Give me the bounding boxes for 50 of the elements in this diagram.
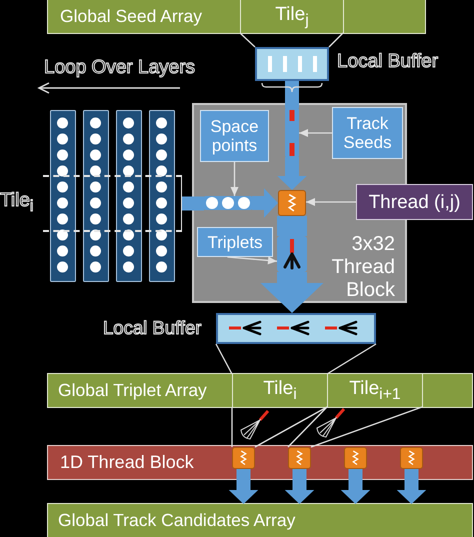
block-title: 3x32 Thread Block: [330, 233, 395, 302]
squiggle-icon: [232, 447, 255, 469]
tile-band: [43, 175, 182, 232]
guide-line: [215, 344, 233, 374]
block-arrow: [277, 157, 307, 190]
layer-column: [83, 110, 109, 282]
block-arrow: [252, 188, 278, 218]
array-tile: Tile$_{i+1}$: [327, 374, 422, 407]
squiggle-icon: [278, 190, 306, 216]
buffer-label: Local Buffer: [103, 318, 202, 338]
layer-column: [149, 110, 175, 282]
array-tile: Tile$_{j}$: [240, 0, 343, 33]
guide-line: [326, 343, 376, 375]
array-title: Global Triplet Array: [58, 379, 208, 402]
block-arrow: [396, 469, 426, 504]
squiggle-icon: [400, 447, 423, 469]
layer-column: [50, 110, 76, 282]
squiggle-icon: [288, 447, 311, 469]
thread-block-bar: [48, 446, 472, 479]
leader-arrow: [299, 129, 332, 137]
guide-line: [240, 32, 256, 48]
callout-box: Triplets: [197, 227, 273, 257]
buffer-box: [216, 313, 376, 344]
block-title: 1D Thread Block: [60, 451, 195, 474]
block-arrow: [260, 272, 324, 313]
block-arrow: [284, 469, 314, 504]
guide-line: [254, 406, 328, 448]
guide-line: [288, 406, 328, 448]
callout-box: Thread (i,j): [356, 184, 473, 220]
guide-line: [231, 407, 233, 447]
dots-icon: [204, 196, 252, 210]
block-arrow: [340, 469, 370, 504]
squiggle-icon: [344, 447, 367, 469]
tile-label: Tile$_{i}$: [0, 191, 34, 216]
leader-arrow: [230, 162, 238, 196]
leader-arrow: [306, 198, 356, 206]
seed-dash-icon: [285, 108, 299, 157]
callout-box: Space points: [200, 110, 269, 162]
buffer-box: [255, 47, 329, 81]
block-arrow: [228, 469, 258, 504]
guide-line: [328, 32, 344, 48]
leader-arrow: [227, 256, 278, 264]
array-bar: [48, 374, 472, 407]
callout-box: Track Seeds: [332, 107, 403, 159]
array-bar: [48, 0, 425, 33]
layer-column: [116, 110, 142, 282]
array-tile: Tile$_{i}$: [232, 374, 327, 407]
array-bar: Global Track Candidates Array: [48, 504, 472, 537]
array-title: Global Seed Array: [60, 5, 204, 28]
direction-label: Loop Over Layers: [44, 58, 196, 79]
